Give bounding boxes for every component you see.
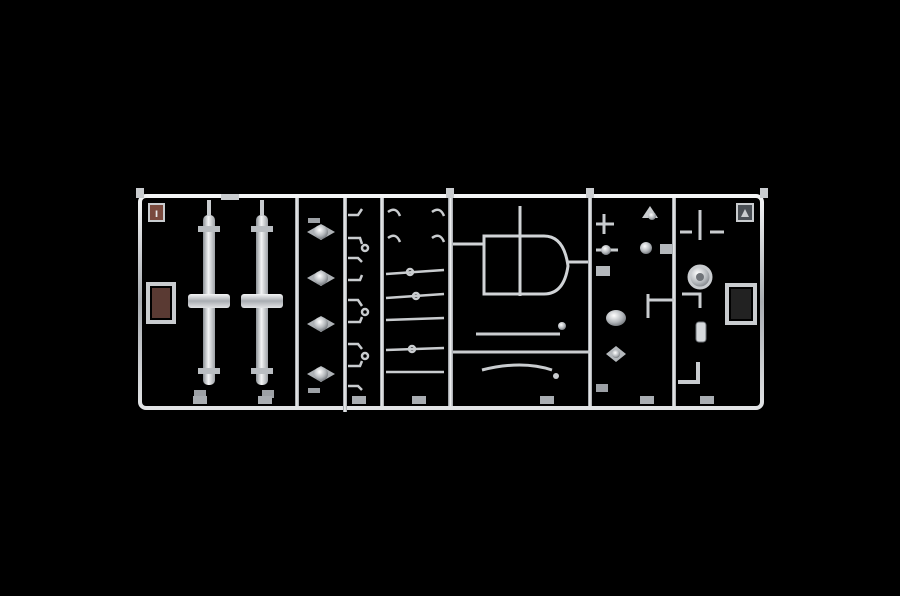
side-frame-left <box>146 282 176 324</box>
vertical-runners <box>295 198 676 412</box>
linkage-rods <box>385 208 446 374</box>
part-tag-left: I <box>148 203 165 222</box>
spinner-parts <box>307 218 335 393</box>
frame-part-center <box>453 206 588 296</box>
triangle-logo-icon <box>741 209 749 217</box>
axle-part-1 <box>188 200 230 398</box>
frame-stubs <box>136 188 768 200</box>
small-lever-parts <box>348 208 370 391</box>
fittings-parts <box>596 214 626 392</box>
axle-part-2 <box>241 200 283 398</box>
sprue-gates <box>193 396 714 404</box>
side-frame-right <box>725 283 757 325</box>
handle-rods <box>453 322 590 379</box>
part-tag-left-text: I <box>155 210 158 220</box>
part-tag-right <box>736 203 754 222</box>
lamp-parts <box>640 206 724 384</box>
